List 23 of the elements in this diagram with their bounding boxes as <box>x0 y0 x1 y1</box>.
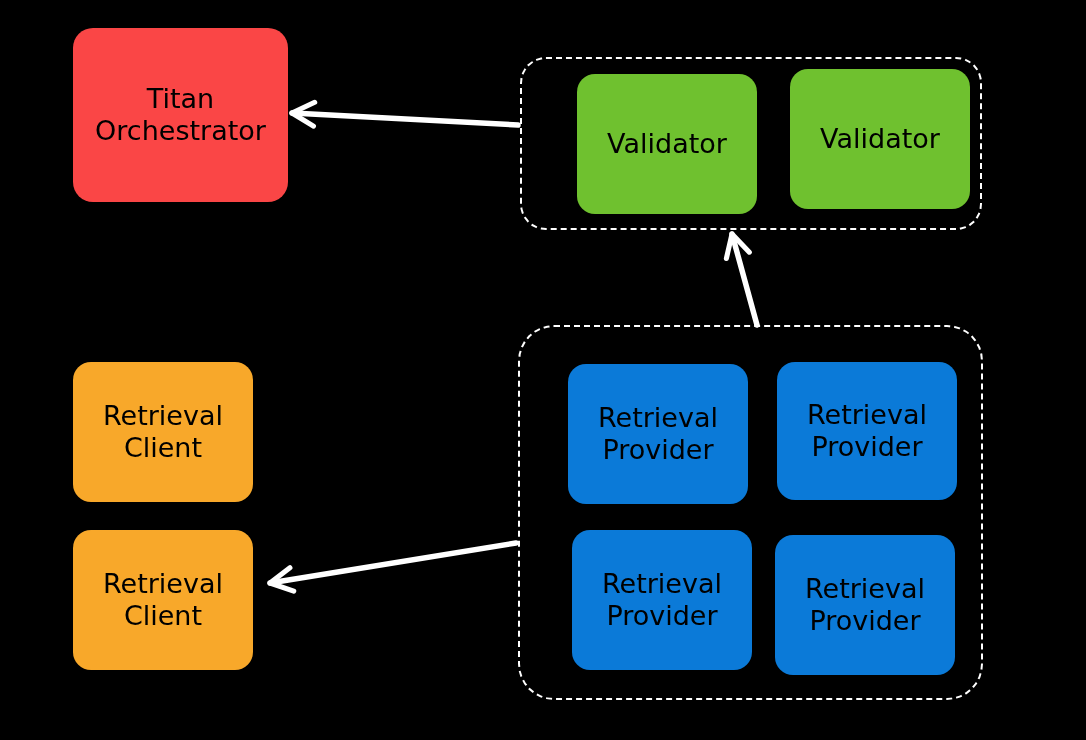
process-box <box>73 28 288 202</box>
box-label: Validator <box>607 127 727 161</box>
box-label: Retrieval Provider <box>597 401 719 467</box>
box-label: Retrieval Client <box>102 567 224 633</box>
box-label: Validator <box>820 122 940 156</box>
process-box <box>73 362 253 502</box>
dashed-group-box <box>518 325 983 700</box>
box-label: Retrieval Provider <box>601 567 723 633</box>
box-label: Retrieval Client <box>102 399 224 465</box>
process-box <box>790 69 970 209</box>
process-box <box>568 364 748 504</box>
process-box <box>572 530 752 670</box>
arrow <box>267 540 519 594</box>
process-box <box>577 74 757 214</box>
process-box <box>777 362 957 500</box>
arrow <box>723 231 760 328</box>
box-label: Titan Orchestrator <box>94 82 267 148</box>
box-label: Retrieval Provider <box>806 398 928 464</box>
dashed-group-box <box>520 57 982 230</box>
process-box <box>73 530 253 670</box>
process-box <box>775 535 955 675</box>
box-label: Retrieval Provider <box>804 572 926 638</box>
arrow <box>289 99 521 129</box>
